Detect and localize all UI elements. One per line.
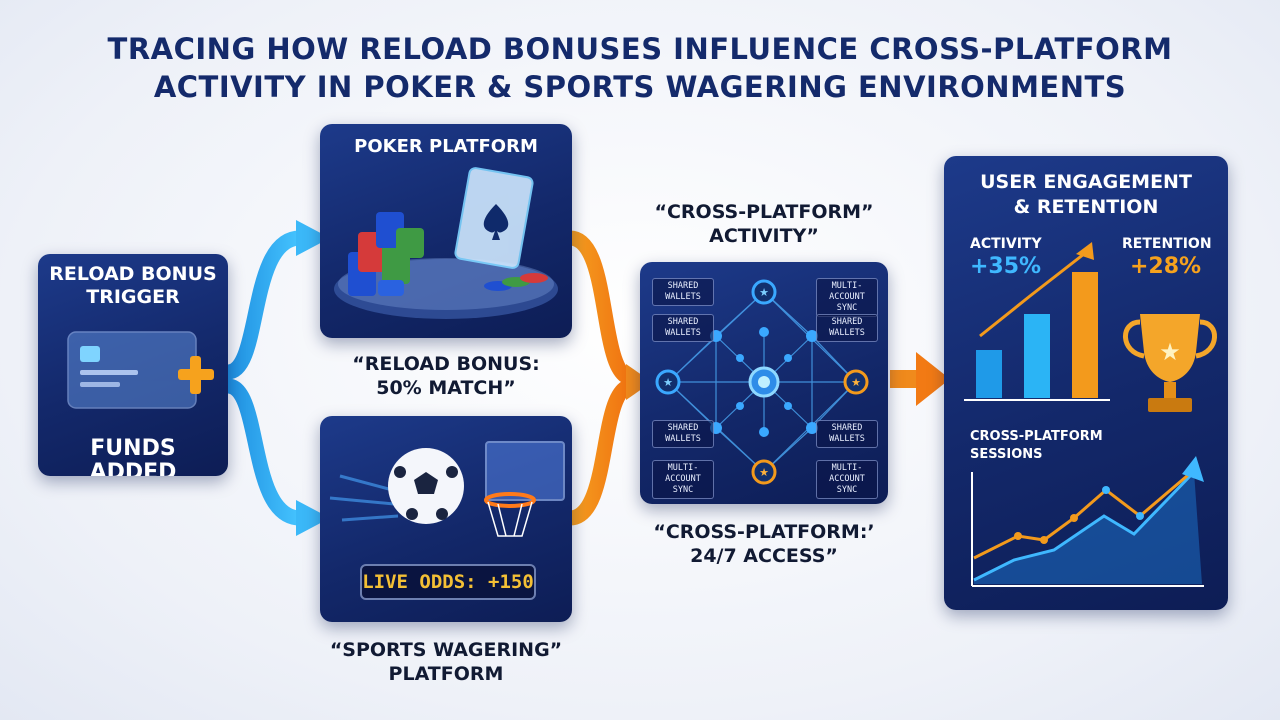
node-label-multi-account-sync-1: MULTI-ACCOUNT SYNC [816, 278, 878, 317]
node-label-multi-account-sync-2: MULTI-ACCOUNT SYNC [652, 460, 714, 499]
arrow-to-engagement [890, 370, 920, 388]
node-label-shared-wallets-5: SHARED WALLETS [816, 420, 878, 448]
node-label-shared-wallets-3: SHARED WALLETS [816, 314, 878, 342]
playing-card-icon [454, 167, 534, 269]
activity-value: +35% [970, 254, 1042, 279]
node-label-shared-wallets-4: SHARED WALLETS [652, 420, 714, 448]
engagement-heading-line-1: USER ENGAGEMENT [980, 171, 1192, 193]
activity-label: ACTIVITY [970, 236, 1042, 252]
engagement-retention-panel: USER ENGAGEMENT & RETENTION ACTIVITY +35… [944, 156, 1228, 610]
sports-caption-line-2: PLATFORM [388, 663, 504, 685]
cross-platform-heading-line-1: “CROSS-PLATFORM” [654, 201, 874, 223]
cross-platform-caption-line-1: “CROSS-PLATFORM:’ [653, 521, 875, 543]
arrow-to-poker [220, 230, 308, 380]
sports-caption: “SPORTS WAGERING” PLATFORM [300, 638, 592, 686]
live-odds-text: LIVE ODDS: +150 [362, 571, 534, 593]
svg-text:★: ★ [663, 376, 673, 389]
retention-label: RETENTION [1122, 236, 1212, 252]
poker-caption-line-1: “RELOAD BONUS: [352, 353, 540, 375]
arrow-to-poker-head [296, 220, 330, 256]
cross-platform-heading: “CROSS-PLATFORM” ACTIVITY” [640, 200, 888, 248]
arrow-to-network-head [626, 364, 652, 400]
bar-growth-illustration [964, 242, 1110, 401]
star-node-icons: ★ ★ ★ ★ [655, 279, 869, 485]
diagram-title: TRACING HOW RELOAD BONUSES INFLUENCE CRO… [0, 30, 1280, 106]
funds-added-line-2: ADDED [89, 460, 177, 477]
retention-value: +28% [1130, 254, 1202, 279]
engagement-heading: USER ENGAGEMENT & RETENTION [944, 170, 1228, 220]
arrow-from-sports [562, 378, 640, 526]
trigger-heading-line-2: TRIGGER [86, 286, 180, 308]
soccer-ball-icon [329, 448, 464, 524]
plus-icon [178, 356, 214, 394]
cross-platform-caption: “CROSS-PLATFORM:’ 24/7 ACCESS” [630, 520, 898, 568]
title-line-1: TRACING HOW RELOAD BONUSES INFLUENCE CRO… [107, 32, 1173, 66]
sessions-label-line-2: SESSIONS [970, 447, 1043, 462]
reload-trigger-panel: RELOAD BONUS TRIGGER FUNDS ADDED [38, 254, 228, 476]
svg-text:★: ★ [759, 286, 769, 299]
basketball-hoop-icon [484, 441, 565, 537]
sessions-label-line-1: CROSS-PLATFORM [970, 429, 1103, 444]
trigger-heading: RELOAD BONUS TRIGGER [38, 263, 228, 309]
trophy-icon: ★ [1123, 314, 1217, 412]
arrow-to-sports [220, 378, 308, 526]
poker-platform-panel: POKER PLATFORM [320, 124, 572, 338]
sessions-trend-chart [971, 456, 1204, 587]
node-label-shared-wallets-1: SHARED WALLETS [652, 278, 714, 306]
poker-caption-line-2: 50% MATCH” [376, 377, 516, 399]
credit-card-icon [67, 331, 197, 409]
poker-heading: POKER PLATFORM [354, 136, 538, 157]
arrow-to-sports-head [296, 500, 330, 536]
live-odds-display: LIVE ODDS: +150 [360, 564, 536, 600]
chip-stacks-icon [348, 212, 548, 296]
funds-added-label: FUNDS ADDED [38, 436, 228, 477]
poker-caption: “RELOAD BONUS: 50% MATCH” [320, 352, 572, 400]
svg-text:★: ★ [759, 466, 769, 479]
svg-text:★: ★ [1159, 338, 1181, 366]
svg-text:★: ★ [851, 376, 861, 389]
cross-platform-caption-line-2: 24/7 ACCESS” [690, 545, 838, 567]
node-label-shared-wallets-2: SHARED WALLETS [652, 314, 714, 342]
sports-caption-line-1: “SPORTS WAGERING” [329, 639, 563, 661]
cross-platform-heading-line-2: ACTIVITY” [709, 225, 819, 247]
cross-platform-network-panel: ★ ★ ★ ★ SHARED WALLETS MULTI-ACCOUNT SYN… [640, 262, 888, 504]
arrow-from-poker [562, 230, 640, 386]
funds-added-line-1: FUNDS [90, 436, 176, 461]
title-line-2: ACTIVITY IN POKER & SPORTS WAGERING ENVI… [153, 70, 1127, 104]
trigger-heading-line-1: RELOAD BONUS [49, 263, 217, 285]
sports-platform-panel: LIVE ODDS: +150 [320, 416, 572, 622]
sessions-label: CROSS-PLATFORM SESSIONS [970, 428, 1103, 464]
engagement-heading-line-2: & RETENTION [1013, 196, 1159, 218]
node-label-multi-account-sync-3: MULTI-ACCOUNT SYNC [816, 460, 878, 499]
network-graph: ★ ★ ★ ★ [655, 279, 869, 485]
arrow-to-engagement-head [916, 352, 950, 406]
